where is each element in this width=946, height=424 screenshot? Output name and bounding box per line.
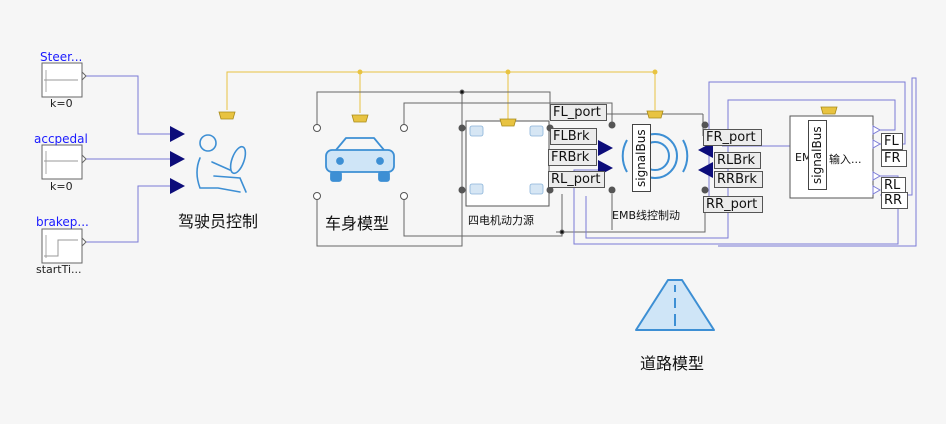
- emb-input-inner-label: 输入...: [829, 153, 862, 166]
- road-label: 道路模型: [640, 354, 705, 373]
- emb-input-block[interactable]: [789, 115, 882, 199]
- motor-rr-icon: [529, 183, 544, 195]
- port-fr[interactable]: FR: [881, 150, 907, 167]
- motor-fl-icon: [469, 125, 484, 137]
- emb-input-label-prefix: EM: [795, 151, 812, 164]
- port-rl[interactable]: RL: [881, 177, 906, 194]
- road-icon[interactable]: [635, 279, 715, 331]
- motor-label: 四电机动力源: [468, 214, 534, 227]
- source-brake-name: brakep...: [36, 215, 89, 229]
- port-frbrk[interactable]: FRBrk: [548, 149, 597, 166]
- bus-connector-icons: [218, 106, 838, 123]
- port-fl[interactable]: FL: [881, 133, 903, 150]
- source-steer-param: k=0: [50, 97, 73, 110]
- source-steer[interactable]: [41, 62, 87, 98]
- port-fr-port[interactable]: FR_port: [703, 129, 762, 146]
- emb-input-bus-connector-icon: [820, 106, 838, 115]
- driver-input-accpedal[interactable]: [170, 151, 185, 167]
- emb-input-rlbrk[interactable]: [698, 142, 713, 158]
- source-accpedal[interactable]: [41, 144, 87, 180]
- emb-input-flbrk[interactable]: [598, 140, 613, 156]
- car-icon: [325, 137, 395, 182]
- motor-fr-icon: [529, 125, 544, 137]
- port-rrbrk[interactable]: RRBrk: [714, 171, 763, 188]
- motor-block[interactable]: [458, 118, 554, 207]
- emb-signal-bus[interactable]: signalBus: [632, 124, 651, 192]
- emb-bus-connector-icon: [646, 110, 664, 119]
- motor-rl-icon: [469, 183, 484, 195]
- emb-label: EMB线控制动: [612, 209, 680, 222]
- source-brake-param: startTi...: [36, 263, 82, 276]
- driver-input-brake[interactable]: [170, 178, 185, 194]
- port-rlbrk[interactable]: RLBrk: [714, 152, 761, 169]
- bus-lines: [226, 69, 658, 126]
- vehicle-body-block[interactable]: [313, 124, 408, 200]
- driver-icon[interactable]: [196, 134, 248, 193]
- emb-input-signal-bus[interactable]: signalBus: [808, 120, 827, 190]
- driver-input-triangles: [170, 126, 185, 194]
- driver-label: 驾驶员控制: [178, 212, 259, 231]
- source-accpedal-param: k=0: [50, 180, 73, 193]
- driver-input-steer[interactable]: [170, 126, 185, 142]
- body-label: 车身模型: [325, 214, 390, 233]
- port-rr-port[interactable]: RR_port: [703, 196, 763, 213]
- source-brake[interactable]: [41, 228, 87, 264]
- source-accpedal-name: accpedal: [34, 132, 88, 146]
- port-rr[interactable]: RR: [881, 192, 908, 209]
- port-flbrk[interactable]: FLBrk: [550, 128, 597, 145]
- port-rl-port[interactable]: RL_port: [548, 171, 605, 188]
- port-fl-port[interactable]: FL_port: [550, 104, 607, 121]
- body-bus-connector-icon: [351, 114, 369, 123]
- emb-block[interactable]: [598, 121, 713, 194]
- emb-input-rrbrk[interactable]: [698, 162, 713, 178]
- source-steer-name: Steer...: [40, 50, 83, 64]
- driver-bus-connector-icon: [218, 111, 236, 120]
